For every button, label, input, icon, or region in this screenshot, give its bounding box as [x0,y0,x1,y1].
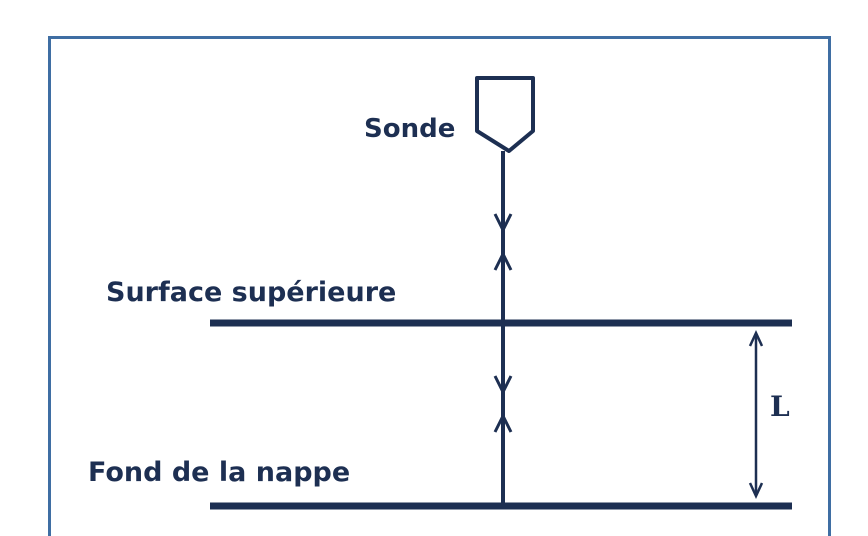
arrow-down-upper [493,213,513,234]
probe-icon [475,76,535,153]
bottom-label: Fond de la nappe [88,457,351,488]
arrow-up-upper [493,250,513,271]
top-surface-label: Surface supérieure [106,277,397,308]
diagram-frame [48,36,831,536]
probe-label: Sonde [364,114,456,144]
thickness-arrow-top [748,330,764,347]
thickness-label: L [770,390,790,423]
arrow-down-lower [493,375,513,396]
arrow-up-lower [493,412,513,433]
thickness-arrow-bottom [748,482,764,499]
